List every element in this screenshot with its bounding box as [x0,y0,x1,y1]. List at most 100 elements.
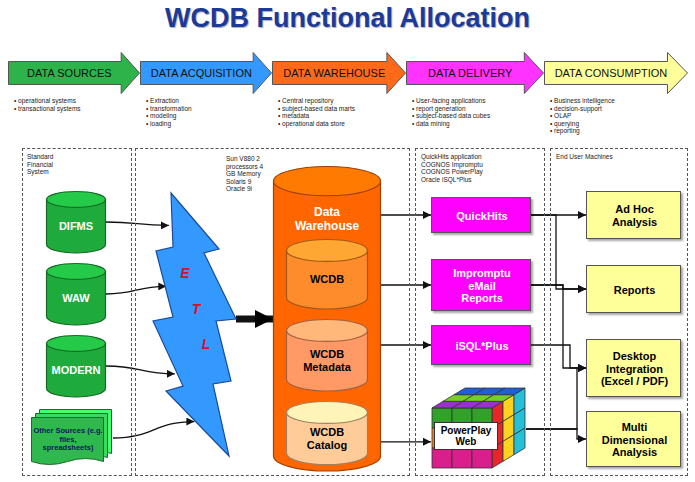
bullet-item: • Central repository [278,97,355,105]
node-label: QuickHits [456,210,507,223]
node-label: DIFMS [59,220,93,233]
label-area: Impromptu eMail Reports [435,263,529,309]
cylinder-top [47,264,106,280]
consumer-box: Desktop Integration (Excel / PDF) [586,339,681,397]
label-area: WCDB Metadata [289,342,365,380]
bullet-item: • decision-support [550,105,615,113]
bullet-item: • subject-based data marts [278,105,355,113]
cube-cell [472,401,503,408]
cylinder-top [287,240,368,262]
node-label: iSQL*Plus [455,340,508,353]
stage-arrow: DATA ACQUISITION• Extraction• transforma… [140,52,272,94]
application-box: Impromptu eMail Reports [431,259,531,311]
bullet-item: • metadata [278,112,355,120]
cylinder-top [274,167,381,196]
etl-bolt: ETL [151,191,236,456]
bolt-shape [151,191,236,456]
cube-cell [483,395,514,402]
panel-label: Standard Financial System [27,153,73,176]
database-cylinder: MODERN [46,335,106,397]
cube-cell [494,388,525,395]
stage-arrow: DATA SOURCES• operational systems• trans… [8,52,140,94]
panel-label: Sun V880 2 processors 4 GB Memory Solari… [226,155,270,193]
bullet-item: • loading [146,120,192,128]
cube-cell [432,448,452,468]
cube-cell [503,435,514,462]
label-area: WCDB [289,262,365,298]
bullet-item: • Business intelligence [550,97,615,105]
bullet-item: • transactional systems [14,105,81,113]
etl-letter: L [202,336,211,352]
node-label: Other Sources (e.g. files, spreadsheets) [33,427,103,453]
label-area: MODERN [49,352,103,389]
node-label: Desktop Integration (Excel / PDF) [595,350,675,388]
dashed-panel: DIFMS WAW MODERN Other Sources (e.g. files,… [22,148,132,476]
node-label: WAW [62,292,90,305]
database-cylinder: WCDB Metadata [286,319,368,391]
node-label: MODERN [52,364,101,377]
connector [531,285,586,368]
consumer-box: Multi Dimensional Analysis [586,411,681,467]
cube-cell [452,448,472,468]
warehouse-cylinder: WCDB WCDB MetadataWCDB Catalog Data Wareho… [273,166,381,471]
application-box: iSQL*Plus [431,325,531,365]
cylinder-body [274,181,381,471]
dashed-panel: Ad Hoc AnalysisReportsDesktop Integratio… [550,148,688,476]
connector [381,284,431,285]
label-area: Other Sources (e.g. files, spreadsheets) [33,419,103,461]
arrow-body [273,53,406,94]
cylinder-top [287,402,368,424]
stage-bullets: • Extraction• transformation• modeling• … [146,97,192,127]
cube-cell [472,448,492,468]
node-label: Multi Dimensional Analysis [595,421,675,459]
connector [106,366,175,374]
title-layer: WCDB Functional Allocation [0,0,695,40]
olap-cube: PowerPlay Web [431,389,526,469]
bolt-outline [153,193,236,456]
node-label: WCDB Metadata [289,348,365,373]
connector [113,422,194,438]
database-cylinder: WCDB Catalog [286,401,368,465]
label-area: Data Warehouse [276,200,378,240]
stage-heading: DATA SOURCES [27,67,112,79]
bullet-item: • report generation [412,105,490,113]
stage-bullets: • operational systems• transactional sys… [14,97,81,112]
dashed-panel: QuickHitsImpromptu eMail Reports iSQL*Plu… [415,148,545,476]
stage-bullets: • Central repository• subject-based data… [278,97,355,127]
connector [106,286,166,294]
consumer-box: Ad Hoc Analysis [586,191,681,239]
stage-heading: DATA WAREHOUSE [283,67,385,79]
database-cylinder: WCDB [286,239,368,309]
label-area: iSQL*Plus [435,329,529,363]
stage-heading: DATA DELIVERY [428,67,512,79]
node-label: WCDB Catalog [289,426,365,451]
cube-cell [514,428,525,455]
stage-heading-area: DATA WAREHOUSE [272,61,397,85]
connector [526,368,586,429]
connector [381,214,431,215]
node-label: Ad Hoc Analysis [600,203,670,228]
stage-heading-area: DATA CONSUMPTION [544,61,678,85]
connector [526,429,586,439]
document-stack: Other Sources (e.g. files, spreadsheets) [31,409,113,467]
bullet-item: • User-facing applications [412,97,490,105]
node-label: Data Warehouse [287,206,367,234]
label-area: WCDB Catalog [289,424,365,453]
label-area: DIFMS [49,208,103,245]
application-box: QuickHits [431,197,531,233]
etl-letter: E [180,265,189,281]
connector [531,215,586,289]
bullet-item: • transformation [146,105,192,113]
bullet-item: • subject-based data cubes [412,112,490,120]
stage-arrow: DATA WAREHOUSE• Central repository• subj… [272,52,406,94]
arrow-body [545,53,688,94]
cylinder-top [47,336,106,352]
label-area: Ad Hoc Analysis [590,195,679,237]
connector [531,345,586,368]
consumer-box: Reports [586,265,681,313]
connector [236,315,273,322]
stage-heading-area: DATA DELIVERY [406,61,534,85]
stage-arrow: DATA DELIVERY• User-facing applications•… [406,52,544,94]
label-area: Desktop Integration (Excel / PDF) [590,343,679,395]
